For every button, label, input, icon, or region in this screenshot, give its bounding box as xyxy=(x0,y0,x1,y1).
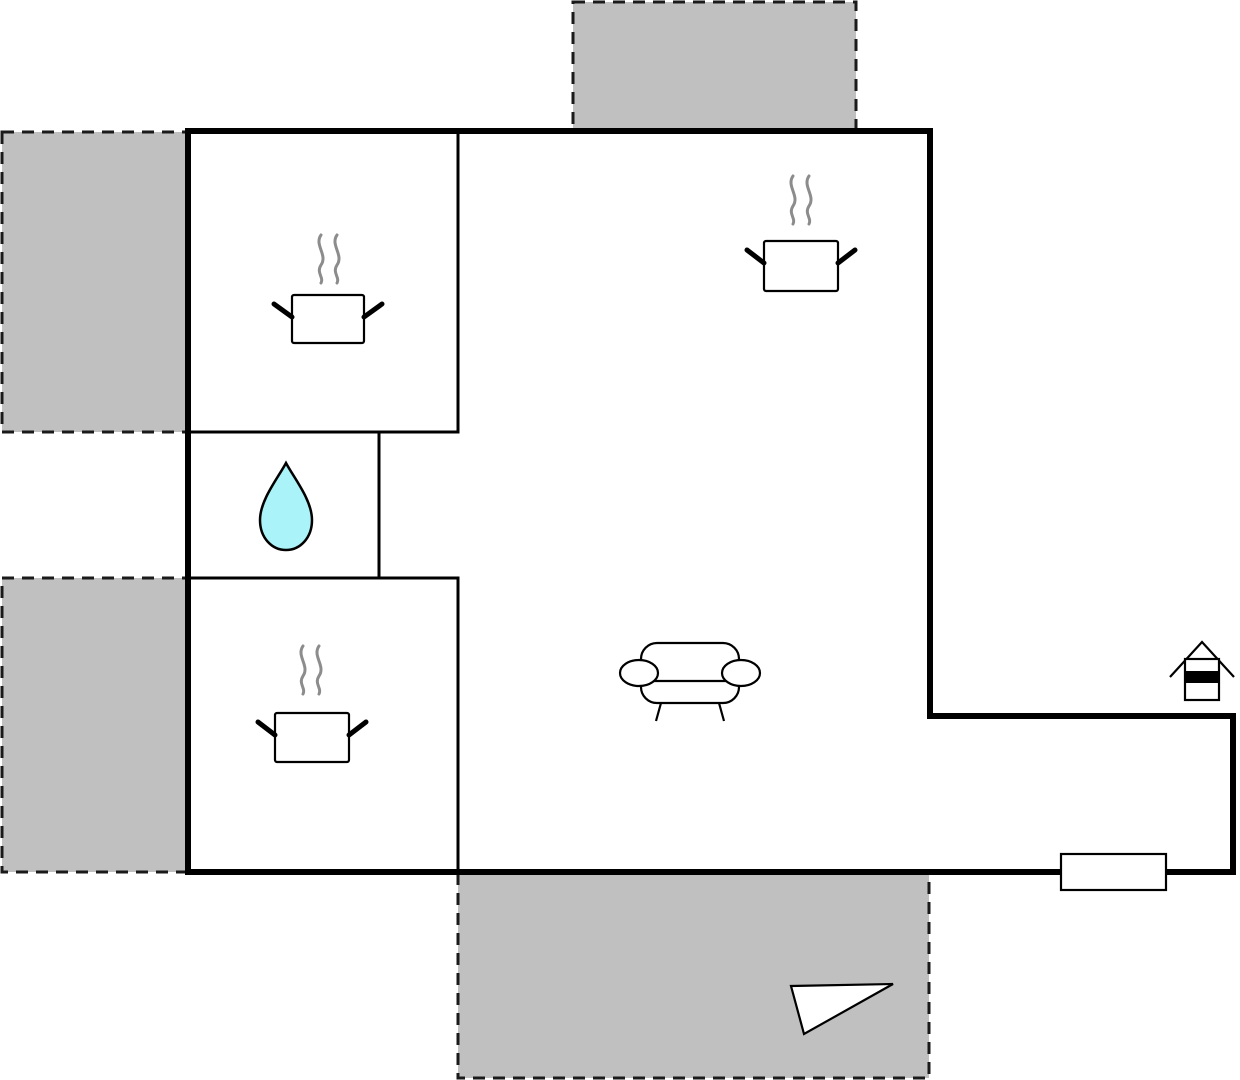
cooking-pot-icon xyxy=(271,233,385,345)
terrace-bottom xyxy=(456,871,931,1080)
outer-wall xyxy=(185,128,1236,875)
sun-lounger-icon xyxy=(789,982,894,1036)
sofa-icon xyxy=(618,641,762,722)
interior-walls xyxy=(188,131,460,872)
terrace-left-upper xyxy=(0,130,190,434)
door-icon xyxy=(1059,852,1168,892)
cooking-pot-icon xyxy=(744,174,858,293)
wall-room-upper xyxy=(188,131,460,434)
wall-room-lower xyxy=(188,576,460,872)
water-drop-icon xyxy=(258,460,314,552)
terrace-left-lower xyxy=(0,576,190,874)
terraces xyxy=(0,0,931,1080)
house-entrance-icon xyxy=(1169,640,1235,702)
terrace-top xyxy=(571,0,858,132)
cooking-pot-icon xyxy=(255,644,369,764)
